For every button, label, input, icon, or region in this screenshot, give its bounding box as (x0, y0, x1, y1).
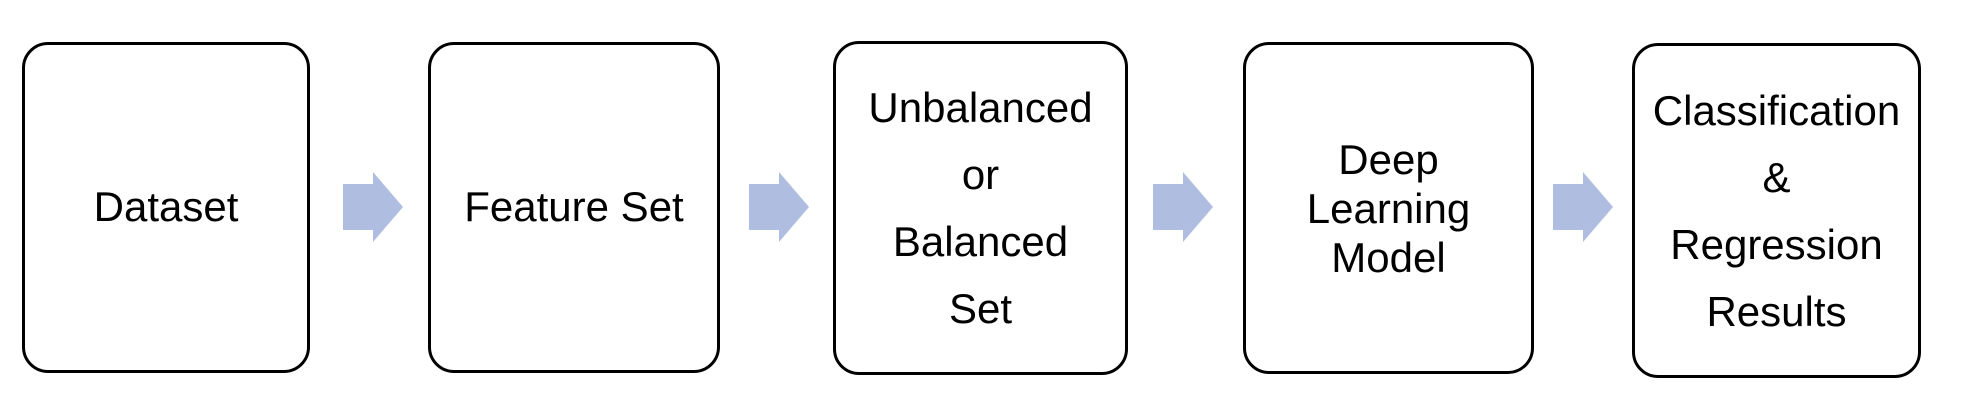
node-deep-learning-model: Deep Learning Model (1243, 42, 1534, 374)
node-classification-regression-results: Classification & Regression Results (1632, 43, 1921, 378)
node-label-line: Set (948, 285, 1013, 332)
node-label-line: Balanced (892, 218, 1069, 265)
node-label-line: Model (1331, 233, 1446, 281)
right-arrow-icon (1553, 172, 1613, 242)
node-feature-set-label: Feature Set (464, 183, 684, 231)
node-label-line: Unbalanced (868, 84, 1093, 131)
node-label-line: or (961, 151, 1000, 198)
node-unbalanced-or-balanced-set: Unbalanced or Balanced Set (833, 41, 1128, 375)
node-dataset: Dataset (22, 42, 310, 373)
node-feature-set: Feature Set (428, 42, 720, 373)
node-label-line: Regression (1670, 220, 1883, 268)
node-label-line: Classification (1652, 86, 1901, 134)
node-dataset-label: Dataset (93, 183, 239, 231)
node-label-line: Results (1706, 287, 1847, 335)
node-label-line: Learning (1306, 184, 1471, 232)
node-label-line: Deep (1338, 135, 1439, 183)
right-arrow-icon (343, 172, 403, 242)
node-label-line: & (1762, 153, 1791, 201)
right-arrow-icon (749, 172, 809, 242)
right-arrow-icon (1153, 172, 1213, 242)
